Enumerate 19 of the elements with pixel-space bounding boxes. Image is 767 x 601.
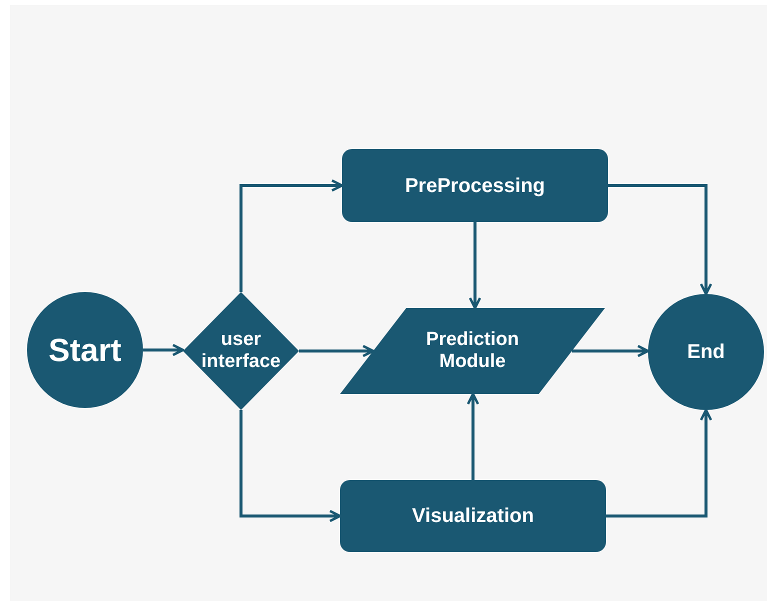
arrow (606, 408, 712, 518)
process-box (340, 480, 606, 552)
arrow (240, 410, 342, 522)
node-label: Start (48, 331, 122, 370)
arrow (608, 184, 712, 296)
arrow (466, 392, 480, 480)
arrow (143, 344, 184, 356)
node-label: user interface (200, 329, 282, 373)
node-label: Visualization (412, 504, 534, 529)
arrow (572, 344, 650, 358)
decision-diamond (183, 292, 299, 410)
data-parallelogram (340, 308, 605, 394)
process-box (342, 149, 608, 222)
arrow (468, 222, 482, 310)
node-label: PreProcessing (404, 174, 546, 198)
node-label: End (687, 340, 725, 365)
arrow (240, 179, 344, 292)
node-label: Prediction Module (425, 329, 520, 373)
arrow (299, 344, 374, 358)
